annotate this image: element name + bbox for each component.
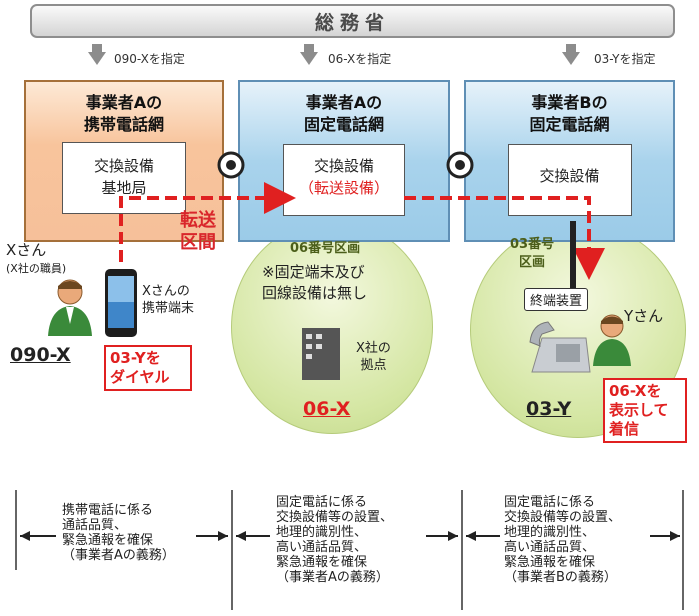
ministry-banner: 総務省	[30, 4, 675, 38]
network-b-fixed-title-1: 事業者Bの	[531, 93, 608, 112]
display-line-2: 表示して	[609, 401, 669, 419]
person-x-name: Xさん	[6, 241, 47, 259]
responsibility-arrows	[15, 490, 684, 610]
dial-line-1: 03-Yを	[110, 349, 161, 367]
specify-arrow-1	[88, 44, 106, 65]
device-caption-2: 携帯端末	[142, 301, 195, 316]
interconnect-icon	[217, 151, 245, 179]
transfer-equipment-label: （転送設備）	[298, 179, 389, 197]
area-06-note: ※固定端末及び 回線設備は無し	[262, 262, 367, 304]
transfer-label-2: 区間	[180, 232, 216, 253]
specify-arrow-3	[562, 44, 580, 65]
network-a-fixed: 事業者Aの 固定電話網 交換設備 （転送設備）	[238, 80, 450, 242]
display-line-3: 着信	[609, 420, 640, 438]
network-b-fixed-title-2: 固定電話網	[529, 115, 610, 134]
desc-line: 通話品質、	[62, 518, 128, 533]
device-caption-1: Xさんの	[142, 284, 190, 299]
mobile-phone-icon	[105, 269, 137, 337]
specify-label-2: 06-Xを指定	[328, 52, 392, 66]
desc-line: （事業者Bの義務）	[504, 570, 617, 585]
person-x-icon	[48, 279, 92, 336]
caller-id-display-box: 06-Xを 表示して 着信	[603, 378, 687, 443]
dial-line-2: ダイヤル	[110, 368, 170, 386]
desc-line: 交換設備等の設置、	[276, 510, 394, 525]
x-office-label: X社の 拠点	[356, 340, 391, 374]
equipment-label: 交換設備	[539, 167, 600, 185]
desc-line: 固定電話に係る	[276, 495, 368, 510]
number-06-x: 06-X	[303, 398, 351, 420]
area-03-title-2: 区画	[519, 255, 546, 270]
equipment-label: 交換設備	[93, 157, 154, 175]
building-icon	[302, 328, 340, 380]
area-03-title: 03番号 区画	[510, 236, 554, 272]
person-y-icon	[593, 314, 631, 366]
network-a-fixed-title-2: 固定電話網	[303, 115, 384, 134]
desc-line: 緊急通報を確保	[504, 555, 596, 570]
transfer-label-1: 転送	[180, 210, 216, 231]
device-caption: Xさんの 携帯端末	[142, 283, 194, 317]
desc-line: 緊急通報を確保	[276, 555, 368, 570]
area-06-title: 06番号区画	[290, 241, 361, 256]
dial-instruction-box: 03-Yを ダイヤル	[104, 345, 192, 391]
exchange-equipment-a-fixed: 交換設備 （転送設備）	[283, 144, 405, 216]
desc-line: 高い通話品質、	[276, 540, 368, 555]
area-06-note-2: 回線設備は無し	[262, 284, 368, 302]
person-y-name: Yさん	[624, 307, 664, 325]
desc-line: 固定電話に係る	[504, 495, 596, 510]
desc-line: 地理的識別性、	[504, 525, 596, 540]
desc-line: 地理的識別性、	[276, 525, 368, 540]
area-06-circle	[231, 220, 433, 434]
network-b-fixed: 事業者Bの 固定電話網 交換設備	[464, 80, 675, 242]
network-a-mobile-title-2: 携帯電話網	[83, 115, 164, 134]
network-a-mobile: 事業者Aの 携帯電話網 交換設備 基地局	[24, 80, 224, 242]
area-06-note-1: ※固定端末及び	[262, 263, 365, 281]
desk-phone-icon	[529, 321, 591, 373]
number-090-x: 090-X	[10, 344, 71, 366]
desc-line: 携帯電話に係る	[62, 503, 154, 518]
exchange-equipment-mobile: 交換設備 基地局	[62, 142, 186, 214]
desc-line: （事業者Aの義務）	[62, 548, 175, 563]
interconnect-icon	[446, 151, 474, 179]
specify-label-3: 03-Yを指定	[594, 52, 656, 66]
area-03-title-1: 03番号	[510, 237, 555, 252]
equipment-label: 交換設備	[313, 157, 374, 175]
responsibility-b-fixed: 固定電話に係る 交換設備等の設置、 地理的識別性、 高い通話品質、 緊急通報を確…	[504, 495, 621, 585]
desc-line: 交換設備等の設置、	[504, 510, 622, 525]
network-a-mobile-title-1: 事業者Aの	[85, 93, 163, 112]
network-a-fixed-title-1: 事業者Aの	[305, 93, 383, 112]
person-x-role: (X社の職員)	[6, 262, 67, 275]
responsibility-a-mobile: 携帯電話に係る 通話品質、 緊急通報を確保 （事業者Aの義務）	[62, 503, 175, 563]
office-label-2: 拠点	[360, 358, 387, 373]
desc-line: 高い通話品質、	[504, 540, 596, 555]
responsibility-a-fixed: 固定電話に係る 交換設備等の設置、 地理的識別性、 高い通話品質、 緊急通報を確…	[276, 495, 393, 585]
exchange-equipment-b-fixed: 交換設備	[507, 144, 632, 216]
desc-line: （事業者Aの義務）	[276, 570, 389, 585]
terminal-device-box: 終端装置	[524, 288, 589, 311]
ministry-title: 総務省	[314, 11, 390, 34]
display-line-1: 06-Xを	[609, 382, 662, 400]
base-station-label: 基地局	[101, 179, 147, 197]
specify-label-1: 090-Xを指定	[114, 52, 185, 66]
office-label-1: X社の	[356, 341, 391, 356]
desc-line: 緊急通報を確保	[62, 533, 154, 548]
transfer-section-label: 転送 区間	[180, 210, 216, 254]
specify-arrow-2	[300, 44, 318, 65]
number-03-y: 03-Y	[526, 398, 572, 420]
